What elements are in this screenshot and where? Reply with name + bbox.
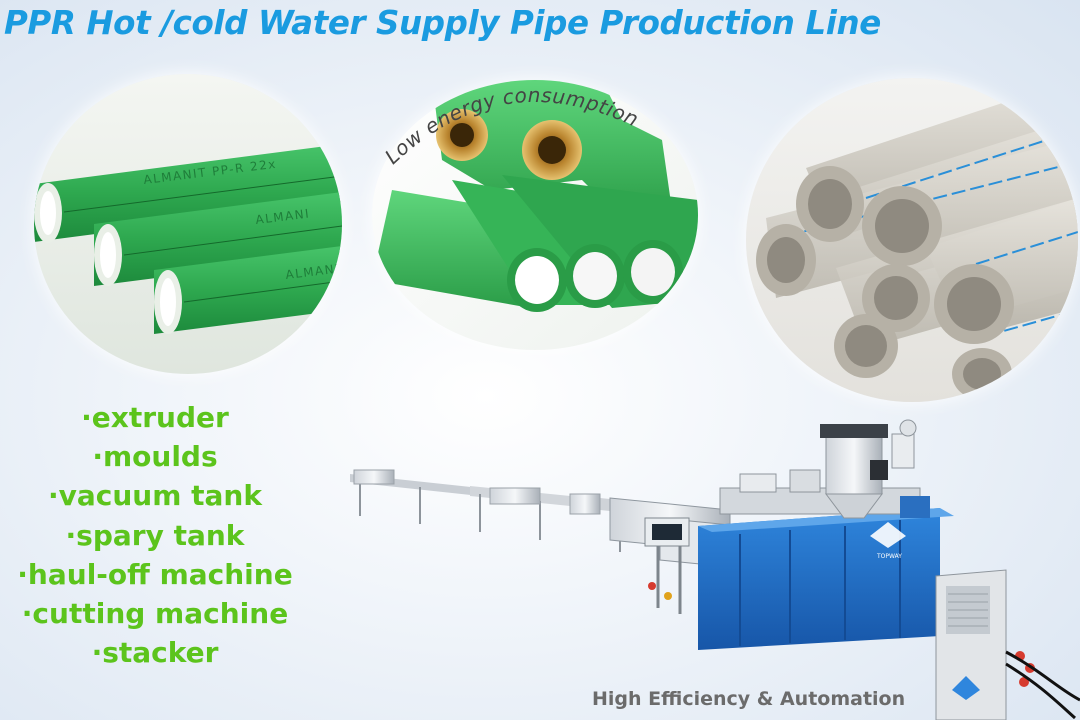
machine-logo: TOPWAY — [876, 553, 902, 560]
feature-item: ·stacker — [91, 636, 219, 670]
badge-text: Low energy consumption — [380, 83, 642, 169]
feature-item: ·extruder — [81, 401, 229, 434]
grey-pipes-photo — [746, 78, 1078, 402]
low-energy-badge: Low energy consumption — [380, 83, 643, 169]
control-cabinet — [935, 569, 1080, 720]
page-title: PPR Hot /cold Water Supply Pipe Producti… — [4, 4, 881, 42]
pipe-print-text-2: ALMANI — [255, 206, 311, 227]
fittings-photo — [372, 80, 698, 350]
feature-item: ·cutting machine — [21, 597, 289, 631]
pipe-print-text-3: ALMANI — [285, 261, 341, 282]
extruder-body: TOPWAY — [698, 469, 954, 650]
green-pipes-photo: ALMANIT PP-R 22x ALMANI ALMANI — [34, 74, 342, 374]
svg-text:Low energy consumption: Low energy consumption — [380, 83, 643, 169]
production-line-machine: TOPWAY — [350, 419, 1080, 720]
feature-item: ·spary tank — [65, 518, 245, 552]
footer-tagline: High Efficiency & Automation — [592, 688, 906, 710]
feature-list: ·extruder ·moulds ·vacuum tank ·spary ta… — [0, 398, 310, 672]
feature-item: ·vacuum tank — [47, 479, 262, 513]
feature-item: ·moulds — [92, 440, 218, 474]
feature-item: ·haul-off machine — [17, 557, 293, 591]
hopper-dryer — [820, 419, 917, 519]
